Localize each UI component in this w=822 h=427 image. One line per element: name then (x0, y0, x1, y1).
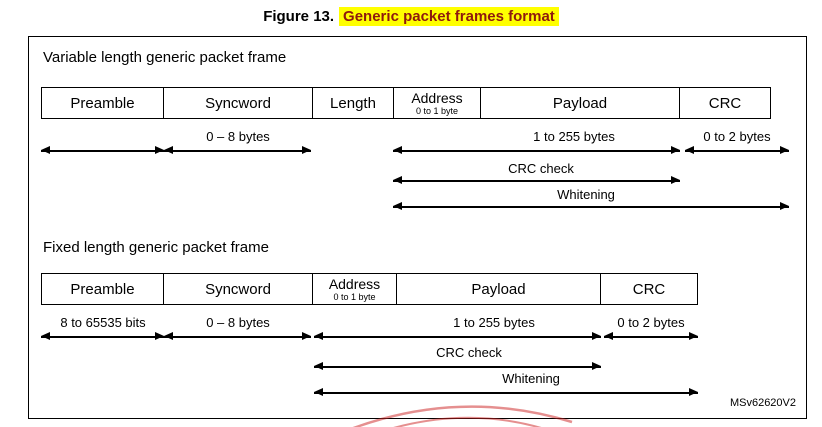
field-label: Syncword (205, 94, 271, 112)
figure-number: Figure 13. (263, 8, 335, 25)
field-address: Address 0 to 1 byte (393, 87, 481, 119)
variable-syncword-bytes-label: 0 – 8 bytes (204, 129, 272, 144)
variable-preamble-span-arrow (41, 147, 164, 154)
variable-frame-row: Preamble Syncword Length Address 0 to 1 … (41, 87, 771, 119)
field-label: Length (330, 94, 376, 112)
field-label: Payload (552, 94, 608, 112)
fixed-syncword-bytes-label: 0 – 8 bytes (204, 315, 272, 330)
field-label: CRC (708, 94, 742, 112)
fixed-crc-check-label: CRC check (434, 345, 504, 360)
fixed-frame-row: Preamble Syncword Address 0 to 1 byte Pa… (41, 273, 698, 305)
figure-border: Variable length generic packet frame Pre… (28, 36, 807, 419)
fixed-crc-check-arrow (314, 363, 601, 370)
variable-syncword-span-arrow (164, 147, 311, 154)
fixed-frame-heading: Fixed length generic packet frame (43, 239, 269, 256)
field-sublabel: 0 to 1 byte (333, 291, 376, 302)
field-label: Preamble (70, 280, 135, 298)
field-label: CRC (632, 280, 666, 298)
field-syncword: Syncword (163, 273, 313, 305)
variable-payload-span-arrow (393, 147, 680, 154)
field-preamble: Preamble (41, 87, 164, 119)
field-syncword: Syncword (163, 87, 313, 119)
variable-payload-bytes-label: 1 to 255 bytes (531, 129, 617, 144)
field-address: Address 0 to 1 byte (312, 273, 397, 305)
fixed-crc-span-arrow (604, 333, 698, 340)
fixed-whitening-label: Whitening (500, 371, 562, 386)
figure-caption: Figure 13.Generic packet frames format (0, 7, 822, 26)
variable-crc-check-label: CRC check (506, 161, 576, 176)
field-label: Address (411, 89, 463, 106)
fixed-whitening-arrow (314, 389, 698, 396)
figure-title-highlighted: Generic packet frames format (339, 7, 559, 26)
field-label: Preamble (70, 94, 135, 112)
fixed-preamble-span-arrow (41, 333, 164, 340)
variable-crc-check-arrow (393, 177, 680, 184)
variable-crc-span-arrow (685, 147, 789, 154)
field-crc: CRC (679, 87, 771, 119)
field-label: Syncword (205, 280, 271, 298)
variable-whitening-arrow (393, 203, 789, 210)
figure-id: MSv62620V2 (729, 397, 796, 409)
fixed-crc-bytes-label: 0 to 2 bytes (615, 315, 687, 330)
field-label: Address (328, 275, 381, 292)
variable-whitening-label: Whitening (555, 187, 617, 202)
field-payload: Payload (396, 273, 601, 305)
variable-frame-heading: Variable length generic packet frame (43, 49, 287, 66)
field-label: Payload (471, 280, 526, 298)
field-length: Length (312, 87, 394, 119)
field-preamble: Preamble (41, 273, 164, 305)
fixed-payload-bytes-label: 1 to 255 bytes (451, 315, 537, 330)
variable-crc-bytes-label: 0 to 2 bytes (701, 129, 773, 144)
field-payload: Payload (480, 87, 680, 119)
fixed-payload-span-arrow (314, 333, 601, 340)
field-crc: CRC (600, 273, 698, 305)
fixed-preamble-bits-label: 8 to 65535 bits (58, 315, 148, 330)
field-sublabel: 0 to 1 byte (415, 105, 459, 116)
fixed-syncword-span-arrow (164, 333, 311, 340)
